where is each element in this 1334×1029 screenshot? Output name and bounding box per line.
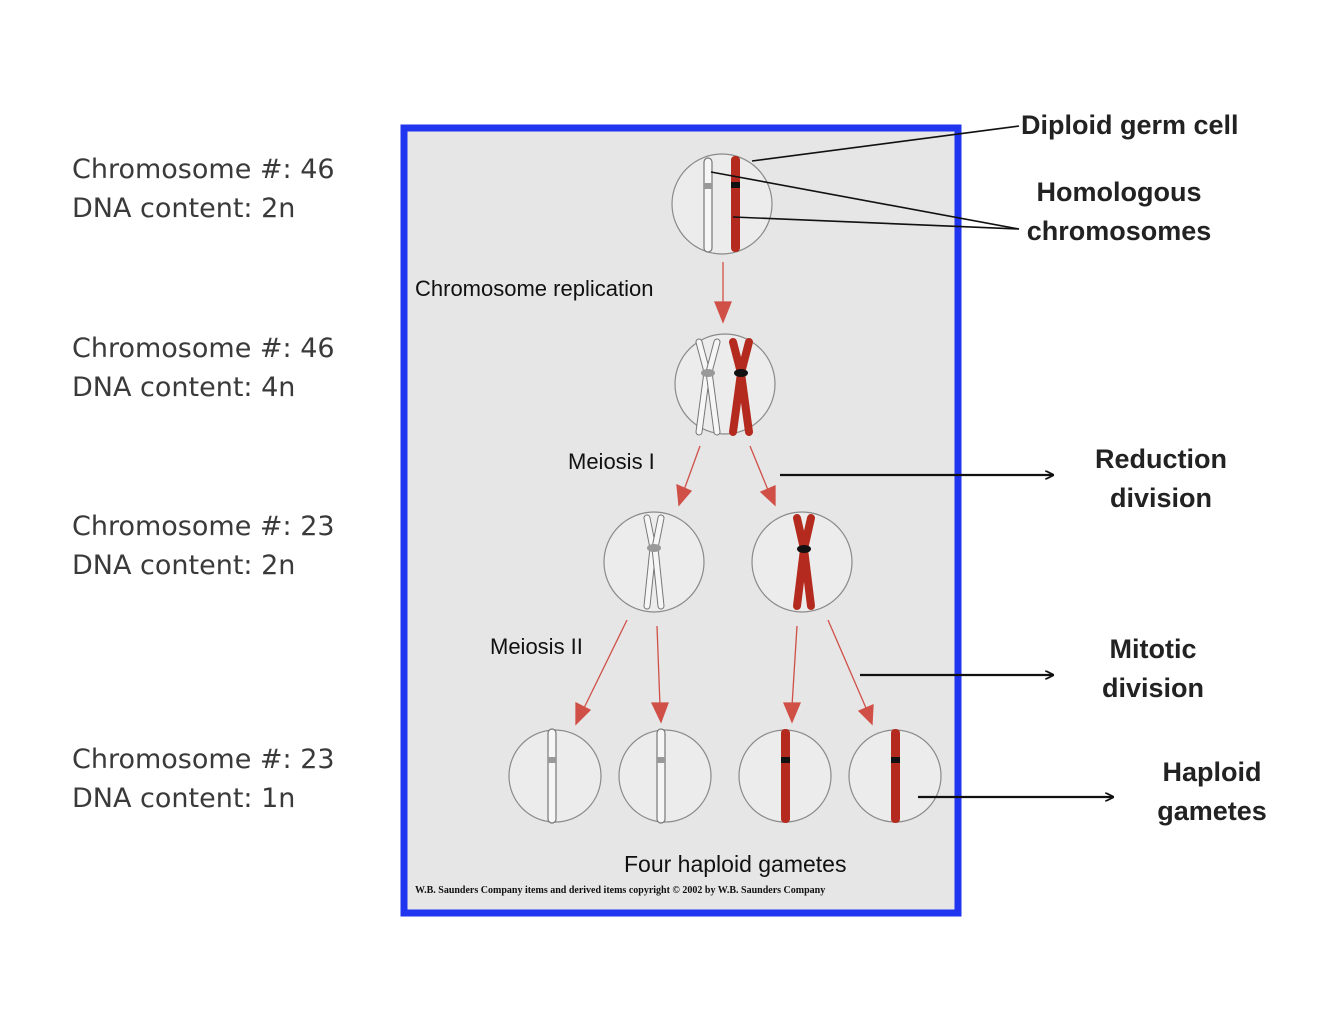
replicated-cell: [674, 333, 776, 436]
chromosome-light: [703, 157, 713, 253]
dna-content-label: DNA content: 2n: [72, 550, 295, 581]
meiosis1-cell-red: [751, 511, 853, 613]
process-arrows: [575, 262, 874, 726]
gamete-1: [508, 728, 602, 824]
svg-text:division: division: [1102, 673, 1204, 703]
dna-content-label: DNA content: 2n: [72, 193, 295, 224]
gamete-3: [738, 729, 832, 823]
svg-text:Homologous: Homologous: [1037, 177, 1202, 207]
meiosis-1-label: Meiosis I: [568, 449, 655, 474]
svg-text:Mitotic: Mitotic: [1110, 634, 1197, 664]
svg-text:gametes: gametes: [1157, 796, 1267, 826]
chromosome-count-label: Chromosome #: 46: [72, 154, 335, 185]
meiosis1-cell-light: [603, 511, 705, 613]
diploid-germ-cell-label: Diploid germ cell: [1021, 110, 1239, 140]
chromosome-red: [731, 156, 740, 252]
stage-label-4: Chromosome #: 23 DNA content: 1n: [72, 744, 335, 814]
stage-label-2: Chromosome #: 46 DNA content: 4n: [72, 333, 335, 403]
dna-content-label: DNA content: 1n: [72, 783, 295, 814]
pointer-lines: [710, 125, 1020, 230]
chromosome-count-label: Chromosome #: 23: [72, 744, 335, 775]
reduction-division-label: Reduction division: [1095, 444, 1227, 513]
chromosome-replication-label: Chromosome replication: [415, 276, 653, 301]
four-haploid-gametes-caption: Four haploid gametes: [624, 851, 846, 877]
svg-text:division: division: [1110, 483, 1212, 513]
gamete-2: [618, 728, 712, 824]
meiosis-2-label: Meiosis II: [490, 634, 583, 659]
mitotic-division-label: Mitotic division: [1102, 634, 1204, 703]
chromosome-count-label: Chromosome #: 46: [72, 333, 335, 364]
svg-text:Reduction: Reduction: [1095, 444, 1227, 474]
pointer-arrows: [780, 475, 1113, 797]
dna-content-label: DNA content: 4n: [72, 372, 295, 403]
copyright-notice: W.B. Saunders Company items and derived …: [415, 885, 825, 896]
homologous-chromosomes-label: Homologous chromosomes: [1027, 177, 1212, 246]
chromosome-count-label: Chromosome #: 23: [72, 511, 335, 542]
stage-label-3: Chromosome #: 23 DNA content: 2n: [72, 511, 335, 581]
svg-text:chromosomes: chromosomes: [1027, 216, 1212, 246]
stage-label-1: Chromosome #: 46 DNA content: 2n: [72, 154, 335, 224]
haploid-gametes-label: Haploid gametes: [1157, 757, 1267, 826]
diploid-cell: [671, 153, 773, 255]
svg-text:Haploid: Haploid: [1163, 757, 1262, 787]
gamete-4: [848, 729, 942, 823]
